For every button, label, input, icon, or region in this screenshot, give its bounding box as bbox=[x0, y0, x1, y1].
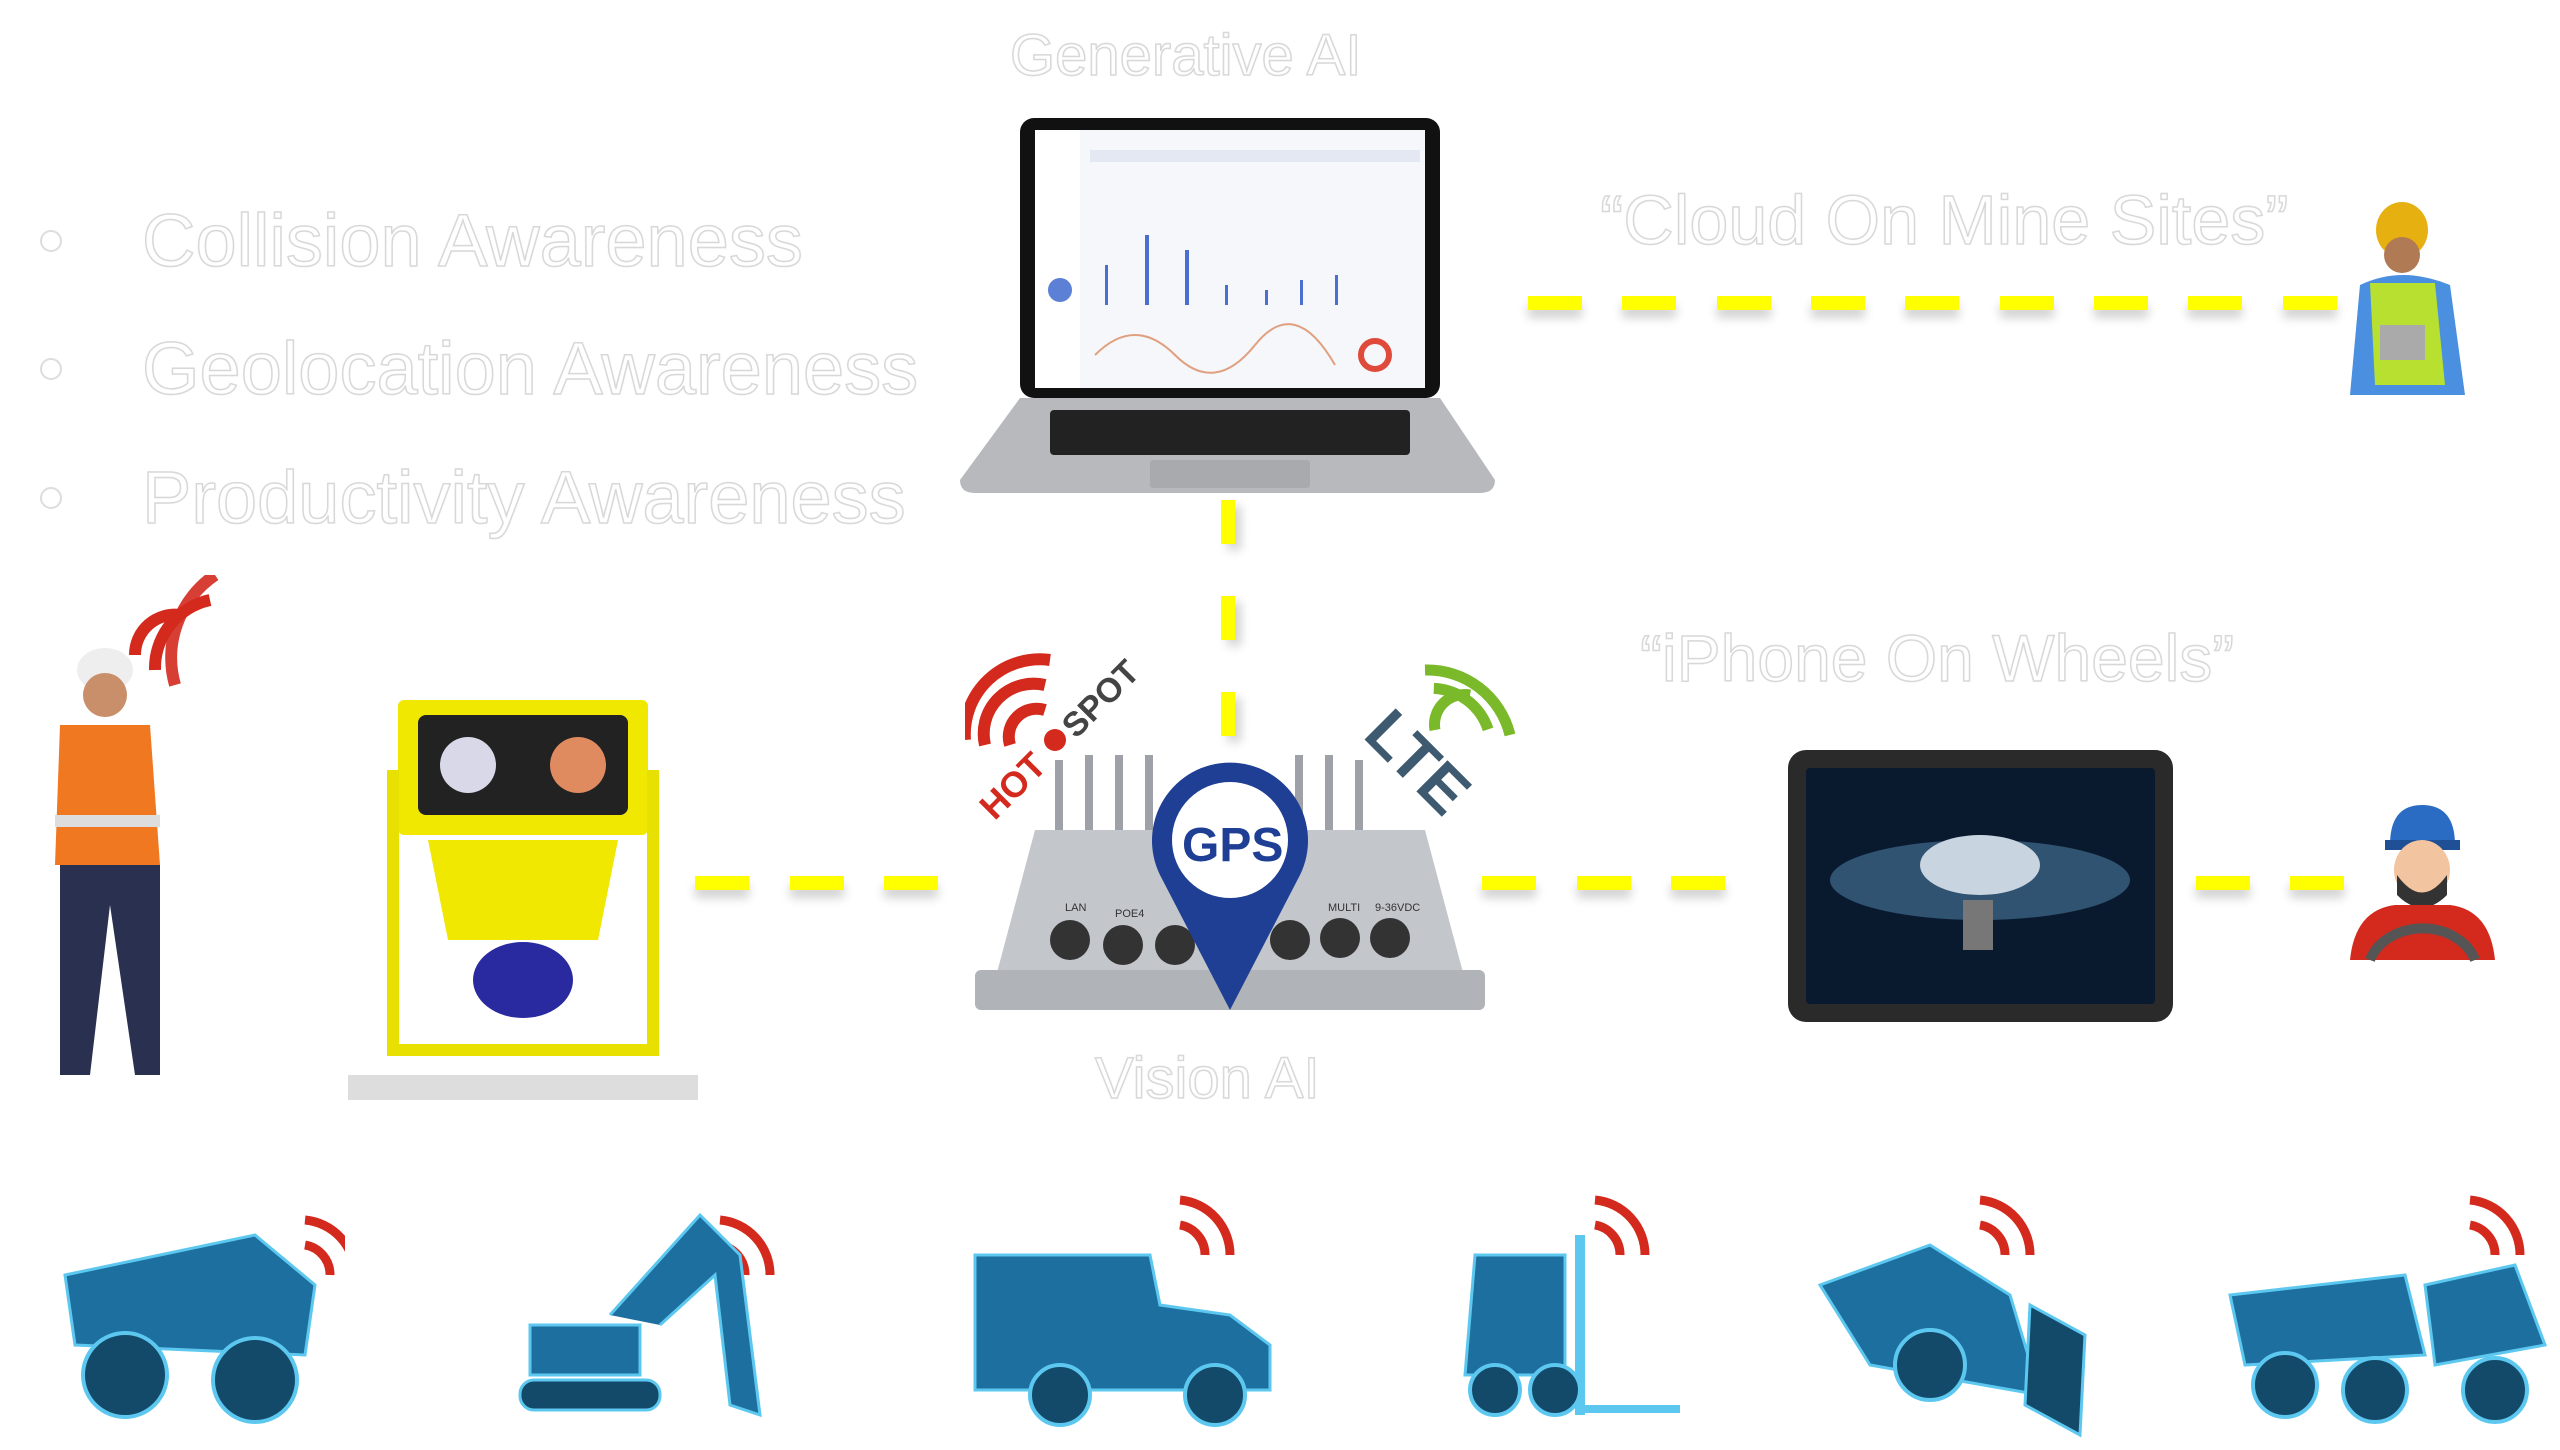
port-label: POE4 bbox=[1115, 908, 1145, 920]
bullet-dot-icon bbox=[40, 229, 62, 252]
generative-ai-label: Generative AI bbox=[1009, 22, 1362, 89]
edge-gateway-device: LAN POE4 MULTI 9-36VDC GPS HOT SPOT LTE bbox=[960, 630, 1520, 1030]
vehicle-forklift-icon bbox=[1463, 1195, 1680, 1417]
vehicle-excavator-icon bbox=[518, 1212, 775, 1418]
bullet-collision: Collision Awareness bbox=[40, 198, 804, 283]
bullet-dot-icon bbox=[40, 486, 62, 509]
vehicle-dozer-icon bbox=[1817, 1195, 2087, 1438]
vision-ai-label: Vision AI bbox=[1094, 1045, 1320, 1112]
connected-vehicles-row bbox=[0, 1195, 2560, 1450]
hotspot-wifi-icon bbox=[965, 653, 1066, 751]
vehicle-articulated-truck-icon bbox=[2228, 1195, 2548, 1424]
driver-icon bbox=[2350, 805, 2495, 962]
port-label: LAN bbox=[1065, 902, 1087, 914]
worker-wearable-image bbox=[55, 575, 219, 1075]
bullet-text: Productivity Awareness bbox=[141, 455, 906, 540]
port-label: 9-36VDC bbox=[1375, 902, 1421, 914]
vehicle-ambulance-icon bbox=[973, 1195, 1272, 1427]
cloud-on-mine-sites-label: “Cloud On Mine Sites” bbox=[1599, 180, 2289, 260]
gps-pin-icon bbox=[1152, 762, 1308, 1010]
vehicle-haul-truck-icon bbox=[63, 1215, 345, 1424]
bullet-text: Geolocation Awareness bbox=[141, 326, 919, 411]
bullet-geolocation: Geolocation Awareness bbox=[40, 326, 919, 411]
bullet-text: Collision Awareness bbox=[141, 198, 803, 283]
port-label: MULTI bbox=[1328, 902, 1361, 914]
laptop-dashboard-image bbox=[960, 118, 1495, 493]
vision-camera-image bbox=[348, 700, 698, 1100]
bullet-productivity: Productivity Awareness bbox=[40, 455, 906, 540]
lte-signal-icon bbox=[1424, 664, 1515, 737]
supervisor-with-tablet-image bbox=[2350, 202, 2465, 395]
iphone-on-wheels-label: “iPhone On Wheels” bbox=[1639, 620, 2235, 696]
gps-label: GPS bbox=[1182, 819, 1284, 872]
bullet-dot-icon bbox=[40, 357, 62, 380]
in-cab-tablet-image bbox=[1788, 750, 2173, 1022]
